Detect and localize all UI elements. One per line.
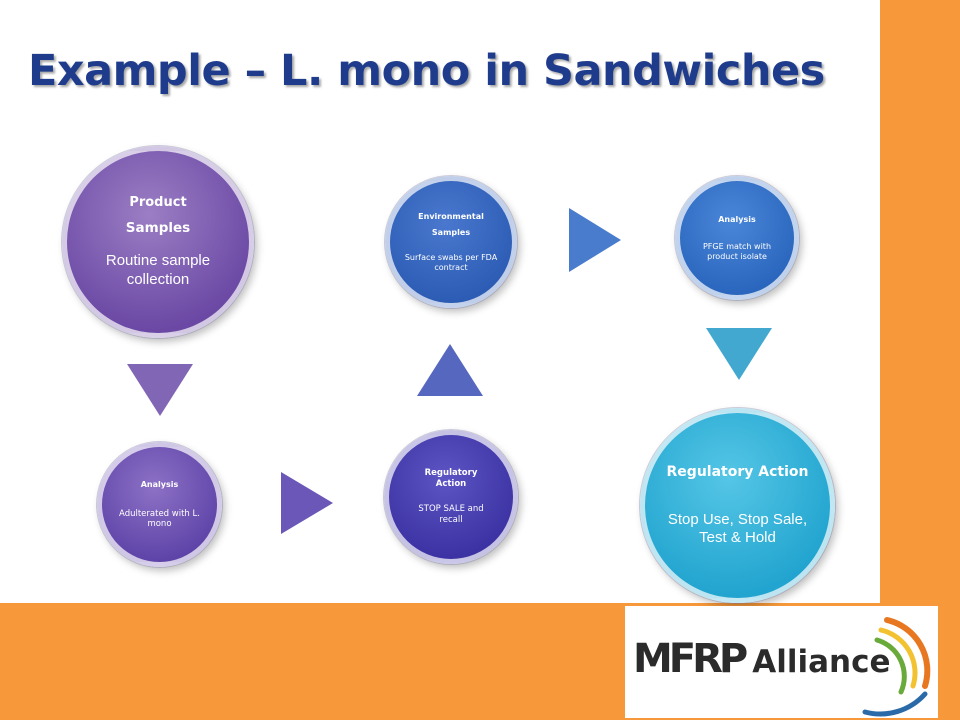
logo-prefix: MFRP <box>633 636 748 682</box>
node-title-line1: Environmental <box>418 212 484 222</box>
node-body: Surface swabs per FDA contract <box>404 252 498 272</box>
node-title: Analysis <box>718 215 756 225</box>
arrow-right-2 <box>569 208 621 272</box>
node-body: Stop Use, Stop Sale, Test & Hold <box>667 510 808 547</box>
node-title-line2: Samples <box>125 219 191 236</box>
node-regulatory-action-1: Regulatory Action STOP SALE and recall <box>384 430 518 564</box>
node-body: Adulterated with L. mono <box>119 508 200 530</box>
node-product-samples: Product Samples Routine sample collectio… <box>62 146 254 338</box>
arrow-down-1 <box>127 364 193 416</box>
node-title: Environmental Samples <box>418 211 484 238</box>
node-title: Analysis <box>140 480 179 490</box>
node-analysis-2: Analysis PFGE match with product isolate <box>675 176 799 300</box>
arrow-up-1 <box>417 344 483 396</box>
node-title: Regulatory Action <box>666 463 809 480</box>
node-environmental-samples: Environmental Samples Surface swabs per … <box>385 176 517 308</box>
node-title: Regulatory Action <box>424 468 478 490</box>
slide-title: Example – L. mono in Sandwiches <box>28 46 825 96</box>
node-regulatory-action-2: Regulatory Action Stop Use, Stop Sale, T… <box>640 408 835 603</box>
logo-arcs-graphic <box>862 617 931 717</box>
arrow-right-1 <box>281 472 333 534</box>
node-title: Product Samples <box>126 194 190 238</box>
node-body: Routine sample collection <box>105 252 211 289</box>
right-accent-bar <box>880 0 960 720</box>
node-title-line2: Samples <box>431 228 471 237</box>
node-analysis-1: Analysis Adulterated with L. mono <box>97 442 222 567</box>
arrow-down-2 <box>706 328 772 380</box>
node-body: STOP SALE and recall <box>418 504 484 526</box>
node-title-line1: Product <box>129 195 187 211</box>
node-body: PFGE match with product isolate <box>702 241 772 261</box>
logo-suffix: Alliance <box>752 644 891 680</box>
